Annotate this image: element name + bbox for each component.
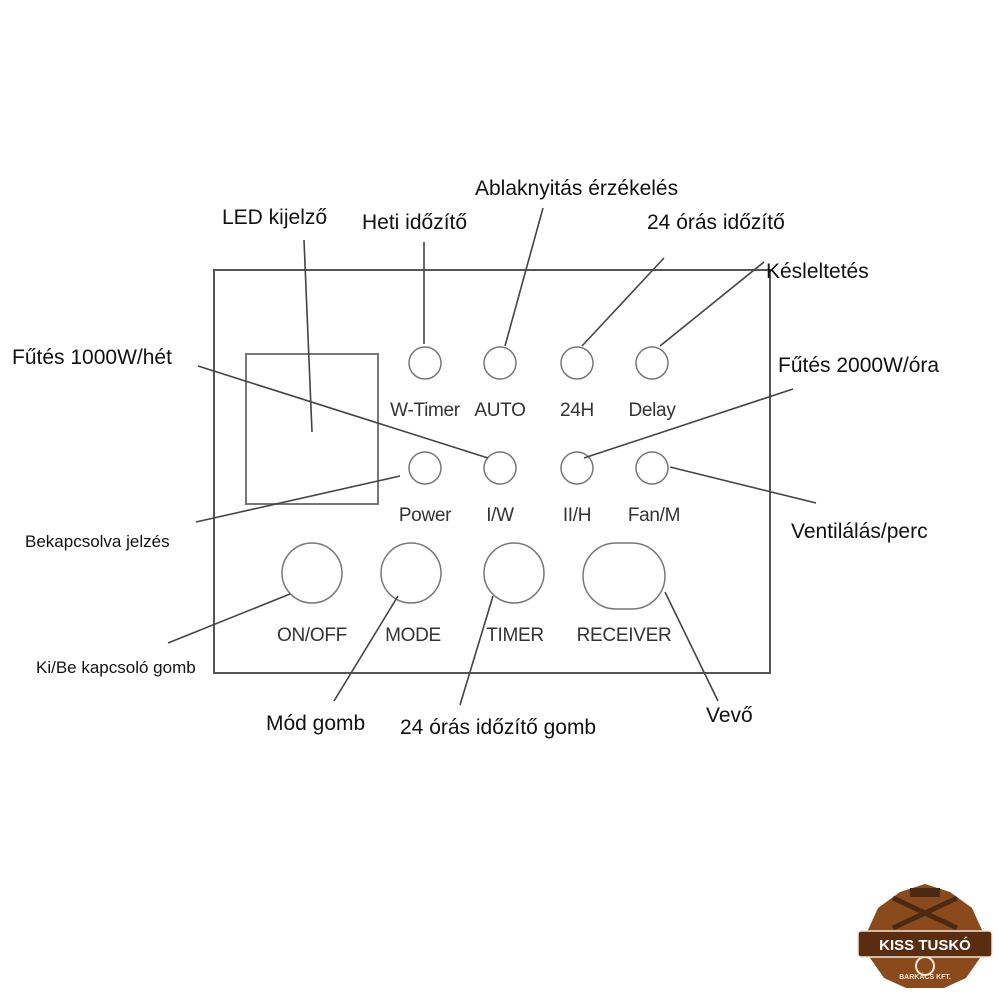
leader-window-detect [504,207,544,347]
label-24h: 24H [560,400,594,421]
callout-window-detect: Ablaknyitás érzékelés [475,177,678,200]
leader-led-display [303,239,313,433]
led-24h [560,346,594,380]
led-iih [560,451,594,485]
logo-banner [857,930,993,958]
label-iih: II/H [563,505,591,526]
leader-ventilation [669,466,817,504]
leader-power [195,475,401,523]
leader-onoff [167,593,291,644]
logo-name: KISS TUSKÓ [879,936,971,954]
callout-heat-1000: Fűtés 1000W/hét [12,346,172,369]
leader-delay [659,261,765,347]
timer-button [483,542,545,604]
leader-lines [167,207,817,706]
callout-delay: Késleltetés [766,260,869,283]
callout-led-display: LED kijelző [222,206,327,229]
leader-heat-1000 [197,365,489,459]
label-w-timer: W-Timer [390,400,461,421]
led-iw [483,451,517,485]
kiss-tusko-logo: KISS TUSKÓ BARKÁCS KFT. [857,884,993,988]
leader-24h-timer [581,257,665,347]
label-auto: AUTO [474,400,525,421]
led-power [408,451,442,485]
callout-power-indicator: Bekapcsolva jelzés [25,532,170,551]
callout-onoff-button: Ki/Be kapcsoló gomb [36,658,196,677]
label-receiver: RECEIVER [577,625,672,646]
led-display [245,353,379,505]
led-w-timer [408,346,442,380]
callout-receiver: Vevő [706,704,753,727]
label-fanm: Fan/M [628,505,680,526]
label-iw: I/W [486,505,514,526]
leader-mode [333,595,399,702]
label-power: Power [399,505,452,526]
label-delay: Delay [628,400,676,421]
logo-hammer-head-icon [910,888,940,897]
led-fanm [635,451,669,485]
mode-button [380,542,442,604]
onoff-button [281,542,343,604]
label-onoff: ON/OFF [277,625,347,646]
logo-tools-icon [891,895,959,931]
receiver-window [582,542,666,610]
callout-timer-button: 24 órás időzítő gomb [400,716,596,739]
callout-mode-button: Mód gomb [266,712,365,735]
label-mode: MODE [385,625,441,646]
led-delay [635,346,669,380]
callout-ventilation: Ventilálás/perc [791,520,928,543]
label-timer: TIMER [486,625,544,646]
callout-heat-2000: Fűtés 2000W/óra [778,354,939,377]
leader-receiver [664,591,719,702]
callout-weekly-timer: Heti időzítő [362,211,467,234]
leader-heat-2000 [583,388,794,459]
callout-24h-timer: 24 órás időzítő [647,211,785,234]
led-auto [483,346,517,380]
leader-timer [459,595,494,706]
panel-outline [213,269,771,674]
logo-sub: BARKÁCS KFT. [899,972,951,981]
